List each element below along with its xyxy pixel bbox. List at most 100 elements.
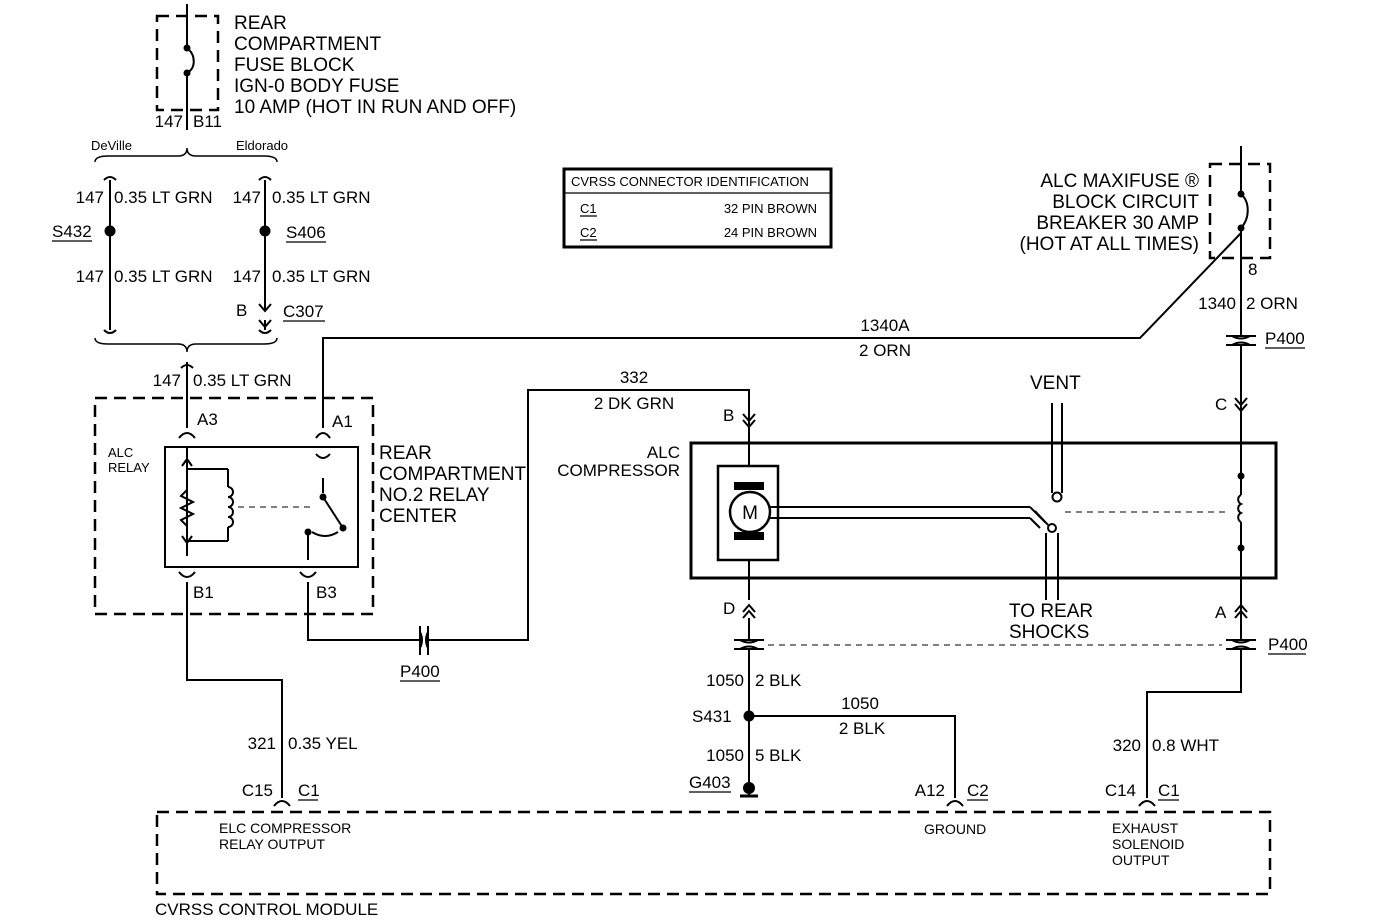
wire-321: 321 0.35 YEL <box>186 582 358 798</box>
ground-circuit: 1050 2 BLK S431 1050 2 BLK 1050 5 BLK G4… <box>689 649 956 798</box>
circuit-number: 1340 <box>1198 294 1236 313</box>
maxifuse-terminal-label: 8 <box>1248 260 1257 279</box>
ground-g403-label: G403 <box>689 773 731 792</box>
wire-color: 2 ORN <box>1246 294 1298 313</box>
module-pin-label: OUTPUT <box>1112 852 1170 868</box>
circuit-number: 147 <box>76 188 104 207</box>
circuit-number: 147 <box>76 267 104 286</box>
fuse-block-label-2: COMPARTMENT <box>234 34 381 55</box>
connector-pin-label: B <box>236 301 247 320</box>
wire-color: 0.35 LT GRN <box>193 371 292 390</box>
connector-c2-label: C2 <box>967 781 989 800</box>
fuse-terminal-dot <box>183 69 191 77</box>
table-title: CVRSS CONNECTOR IDENTIFICATION <box>571 174 809 189</box>
pin-c15-label: C15 <box>242 781 273 800</box>
relay-center-label-4: CENTER <box>379 506 457 527</box>
connector-c1-label: C1 <box>1158 781 1180 800</box>
fuse-block-label-1: REAR <box>234 13 287 34</box>
splice-s432-dot <box>104 225 116 237</box>
maxifuse-label-2: BLOCK CIRCUIT <box>1052 192 1199 213</box>
relay-name-2: RELAY <box>108 460 150 475</box>
connector-c1-label: C1 <box>298 781 320 800</box>
cvrss-control-module: CVRSS CONTROL MODULE C15 C1 ELC COMPRESS… <box>155 781 1272 919</box>
pin-b1-label: B1 <box>193 583 214 602</box>
wire-color: 0.35 LT GRN <box>114 267 213 286</box>
fuse-block: REAR COMPARTMENT FUSE BLOCK IGN-0 BODY F… <box>155 4 516 131</box>
relay-switch-contact <box>322 496 344 529</box>
circuit-number: 147 <box>153 371 181 390</box>
splice-s406-dot <box>259 225 271 237</box>
left-branch: 147 0.35 LT GRN S432 147 0.35 LT GRN <box>52 176 213 334</box>
table-row-id: C2 <box>580 225 597 240</box>
maxifuse-label-3: BREAKER 30 AMP <box>1036 213 1199 234</box>
circuit-number: 332 <box>620 368 648 387</box>
fuse-block-label-3: FUSE BLOCK <box>234 55 355 76</box>
coil-symbol <box>227 486 234 528</box>
compressor-name-1: ALC <box>647 443 680 462</box>
resistor-symbol <box>178 489 196 527</box>
wire-color: 2 ORN <box>859 341 911 360</box>
circuit-number: 147 <box>233 188 261 207</box>
fuse-circuit-number: 147 <box>155 112 183 131</box>
wire-color: 5 BLK <box>755 746 802 765</box>
pin-c-label: C <box>1215 395 1227 414</box>
table-row-desc: 24 PIN BROWN <box>724 225 817 240</box>
variant-brace-top: DeVille Eldorado <box>91 138 288 163</box>
pin-c14-label: C14 <box>1105 781 1136 800</box>
alc-relay <box>164 446 359 568</box>
pin-b-label: B <box>723 406 734 425</box>
relay-center-label-3: NO.2 RELAY <box>379 485 490 506</box>
pin-d-label: D <box>723 599 735 618</box>
wire-color: 0.35 YEL <box>288 734 358 753</box>
circuit-number: 1050 <box>841 694 879 713</box>
shocks-label-1: TO REAR <box>1009 601 1093 622</box>
circuit-number: 1050 <box>706 746 744 765</box>
alc-maxifuse: ALC MAXIFUSE ® BLOCK CIRCUIT BREAKER 30 … <box>1020 146 1305 418</box>
alc-compressor: ALC COMPRESSOR M VENT TO REAR SHOCKS <box>557 373 1278 643</box>
vent-label: VENT <box>1030 373 1081 394</box>
pin-a-label: A <box>1215 603 1227 622</box>
module-pin-label: EXHAUST <box>1112 820 1179 836</box>
variant-deville-label: DeVille <box>91 138 132 153</box>
wire-color: 0.35 LT GRN <box>272 267 371 286</box>
wire-332: 332 2 DK GRN B P400 <box>307 368 756 682</box>
connector-p400-label: P400 <box>1265 329 1305 348</box>
relay-center-label-2: COMPARTMENT <box>379 464 526 485</box>
circuit-number: 1050 <box>706 671 744 690</box>
pin-a12-label: A12 <box>915 781 945 800</box>
relay-center: REAR COMPARTMENT NO.2 RELAY CENTER ALC R… <box>93 396 526 616</box>
maxifuse-label-1: ALC MAXIFUSE ® <box>1040 171 1199 192</box>
variant-brace-bottom <box>94 337 278 353</box>
module-pin-label: SOLENOID <box>1112 836 1184 852</box>
shocks-label-2: SHOCKS <box>1009 622 1089 643</box>
pin-b3-label: B3 <box>316 583 337 602</box>
connector-c307-label: C307 <box>283 302 324 321</box>
relay-name-1: ALC <box>108 445 133 460</box>
splice-s432-label: S432 <box>52 222 92 241</box>
fuse-terminal-label: B11 <box>193 112 222 131</box>
wire-color: 2 BLK <box>755 671 802 690</box>
wire-color: 0.35 LT GRN <box>272 188 371 207</box>
wire-color: 2 DK GRN <box>594 394 674 413</box>
fuse-terminal-dot <box>183 44 191 52</box>
connector-p400-label: P400 <box>400 662 440 681</box>
table-row-desc: 32 PIN BROWN <box>724 201 817 216</box>
relay-feed-wire: 147 0.35 LT GRN <box>153 362 292 428</box>
maxifuse-label-4: (HOT AT ALL TIMES) <box>1020 234 1200 255</box>
wire-color: 2 BLK <box>839 719 886 738</box>
feed-1340a-wire: 1340A 2 ORN <box>322 232 1242 428</box>
connector-id-table: CVRSS CONNECTOR IDENTIFICATION C1 32 PIN… <box>562 167 833 249</box>
fuse-block-label-5: 10 AMP (HOT IN RUN AND OFF) <box>234 97 516 118</box>
wire-320: 320 0.8 WHT <box>1113 649 1242 798</box>
pin-a1-label: A1 <box>332 412 353 431</box>
circuit-number: 147 <box>233 267 261 286</box>
module-pin-label: RELAY OUTPUT <box>219 836 326 852</box>
circuit-number: 321 <box>248 734 276 753</box>
exhaust-solenoid-coil <box>1237 494 1244 523</box>
motor-label: M <box>742 503 758 524</box>
relay-center-label-1: REAR <box>379 443 432 464</box>
variant-eldorado-label: Eldorado <box>236 138 288 153</box>
splice-s406-label: S406 <box>286 223 326 242</box>
pin-a3-label: A3 <box>197 410 218 429</box>
